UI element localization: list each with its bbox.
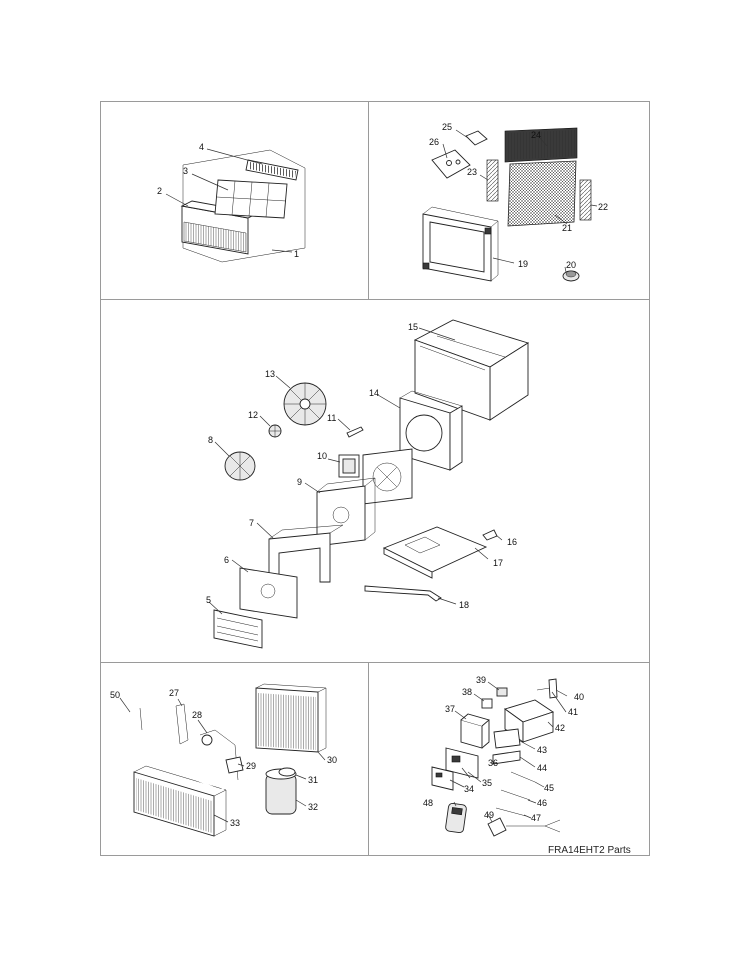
callout-34: 34 (464, 784, 474, 794)
electrical-artwork (431, 678, 568, 837)
callout-8: 8 (208, 435, 213, 445)
part-46-thermistor (500, 789, 531, 801)
electrical-panel (368, 662, 650, 856)
callout-10: 10 (317, 451, 327, 461)
callout-29: 29 (246, 761, 256, 771)
callout-47: 47 (531, 813, 541, 823)
callout-1: 1 (294, 249, 299, 259)
callout-18: 18 (459, 600, 469, 610)
callout-39: 39 (476, 675, 486, 685)
callout-35: 35 (482, 778, 492, 788)
callout-24: 24 (531, 130, 541, 140)
part-31-overload (278, 767, 296, 777)
part-18-rail (364, 585, 442, 602)
callout-26: 26 (429, 137, 439, 147)
part-6-panel (239, 567, 298, 619)
callout-49: 49 (484, 810, 494, 820)
part-47-harness (495, 807, 527, 817)
callout-17: 17 (493, 558, 503, 568)
callout-labels: 1 2 3 4 5 6 7 8 9 10 11 12 13 14 15 16 1… (110, 122, 631, 856)
callout-45: 45 (544, 783, 554, 793)
part-48-remote (445, 802, 467, 834)
part-29-fitting (225, 756, 244, 774)
callout-50: 50 (110, 690, 120, 700)
part-44-cover (492, 750, 521, 765)
callout-16: 16 (507, 537, 517, 547)
callout-38: 38 (462, 687, 472, 697)
callout-42: 42 (555, 723, 565, 733)
part-5-heater (213, 609, 263, 649)
callout-33: 33 (230, 818, 240, 828)
callout-2: 2 (157, 186, 162, 196)
refrigeration-artwork (119, 683, 327, 837)
callout-15: 15 (408, 322, 418, 332)
callout-21: 21 (562, 223, 572, 233)
callout-27: 27 (169, 688, 179, 698)
callout-43: 43 (537, 745, 547, 755)
callout-48: 48 (423, 798, 433, 808)
callout-11: 11 (327, 413, 336, 423)
callout-40: 40 (574, 692, 584, 702)
window-kit-artwork (422, 127, 598, 282)
callout-37: 37 (445, 704, 455, 714)
callout-30: 30 (327, 755, 337, 765)
callout-36: 36 (488, 758, 498, 768)
diagram-caption: FRA14EHT2 Parts (548, 845, 631, 856)
chassis-artwork (208, 319, 530, 649)
callout-3: 3 (183, 166, 188, 176)
part-27-tube (175, 703, 189, 745)
callout-44: 44 (537, 763, 547, 773)
part-40-sensor (548, 678, 558, 699)
callout-19: 19 (518, 259, 528, 269)
part-16-clip (482, 529, 498, 541)
callout-20: 20 (566, 260, 576, 270)
part-49-power-cord (487, 817, 507, 837)
part-21-mesh-panel (507, 160, 577, 227)
callout-41: 41 (568, 707, 578, 717)
callout-25: 25 (442, 122, 452, 132)
callout-46: 46 (537, 798, 547, 808)
part-17-base-pan (382, 526, 488, 573)
callout-7: 7 (249, 518, 254, 528)
callout-4: 4 (199, 142, 204, 152)
callout-6: 6 (224, 555, 229, 565)
callout-22: 22 (598, 202, 608, 212)
callout-31: 31 (308, 775, 318, 785)
part-39-relay (496, 687, 508, 697)
part-41-wire (536, 687, 551, 691)
callout-32: 32 (308, 802, 318, 812)
part-43-board (493, 728, 521, 749)
part-23-side-curtain (486, 159, 499, 202)
callout-13: 13 (265, 369, 275, 379)
callout-14: 14 (369, 388, 379, 398)
part-25-clip (465, 130, 488, 146)
part-38-capacitor (481, 698, 493, 709)
part-22-side-curtain (579, 179, 592, 221)
part-45-thermistor (510, 771, 536, 783)
callout-12: 12 (248, 410, 258, 420)
callout-28: 28 (192, 710, 202, 720)
callout-23: 23 (467, 167, 477, 177)
front-panel-artwork (165, 148, 306, 263)
callout-5: 5 (206, 595, 211, 605)
part-11-shaft (346, 426, 364, 438)
callout-9: 9 (297, 477, 302, 487)
part-32-compressor (265, 773, 297, 815)
part-36-control-panel (445, 747, 479, 779)
